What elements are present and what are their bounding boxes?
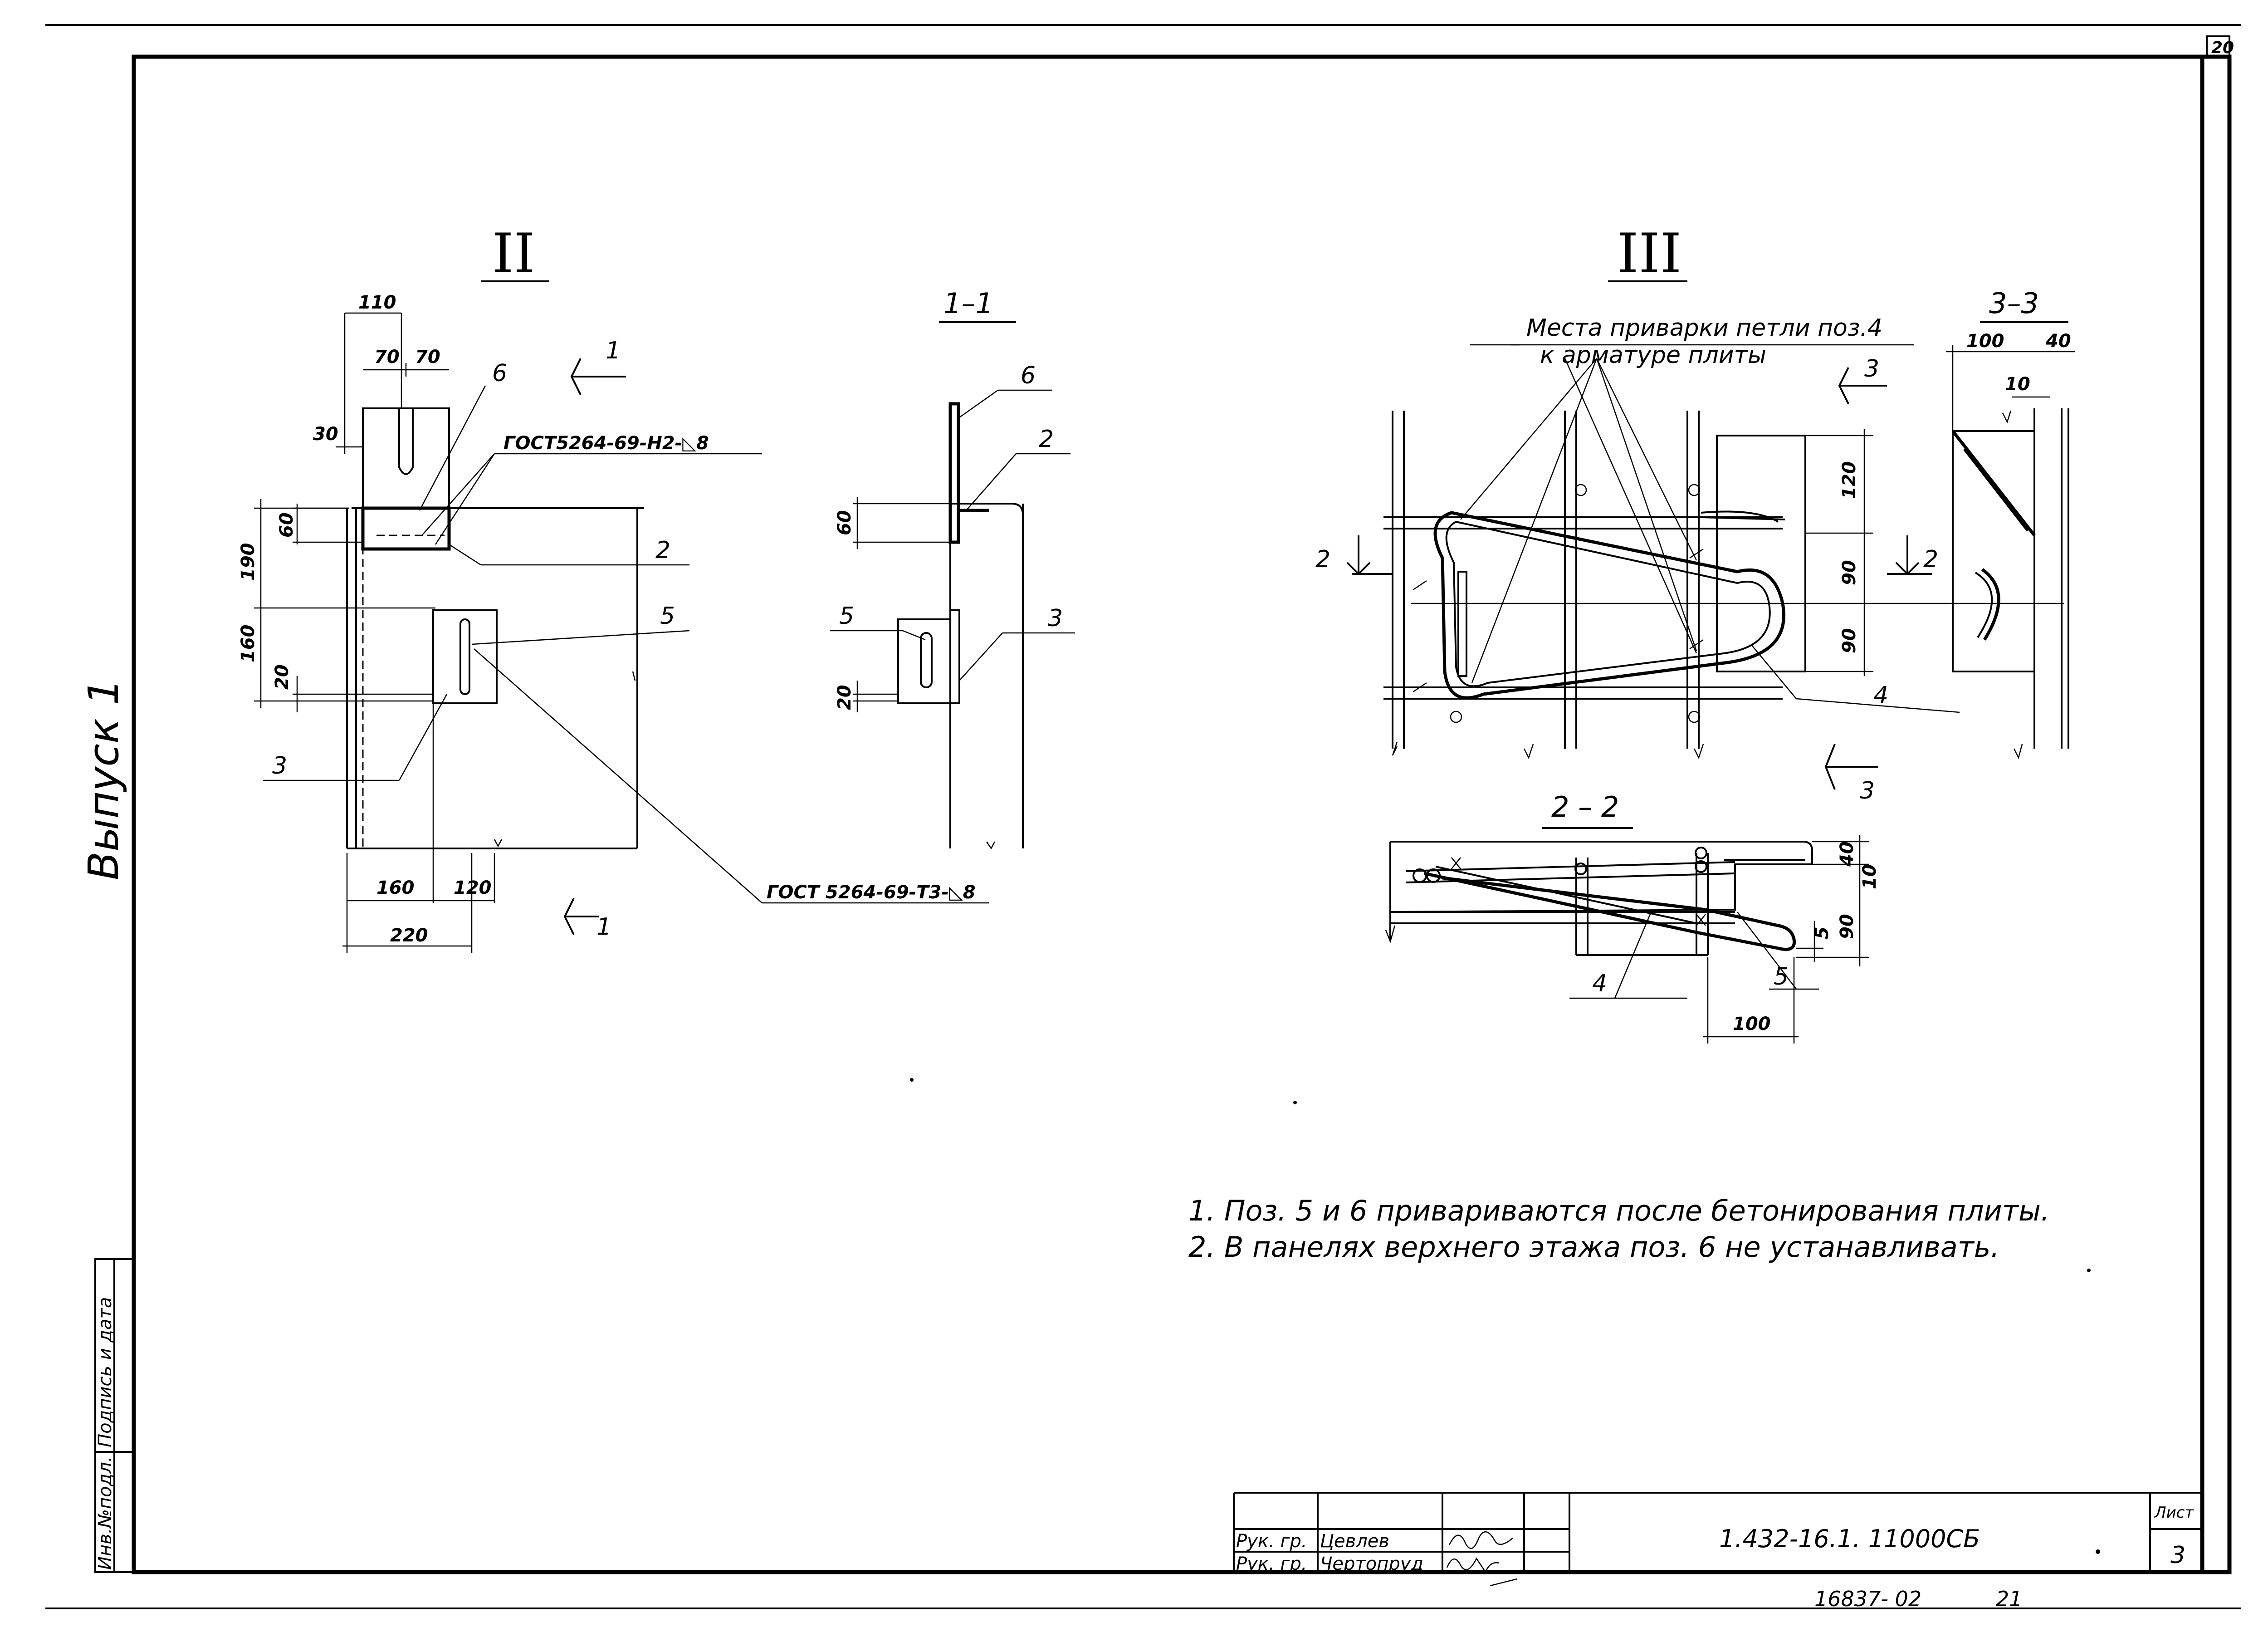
corner-number-box	[2206, 35, 2230, 58]
view-III-label-4: 4	[1873, 682, 1888, 709]
section-1-1-label-5: 5	[839, 603, 854, 630]
side-title: Выпуск 1	[79, 679, 128, 880]
tb-sheet-label: Лист	[2154, 1504, 2194, 1522]
dim-20: 20	[272, 664, 293, 690]
signature-2	[1446, 1557, 1518, 1587]
dim-220: 220	[390, 925, 428, 946]
drawing-frame	[132, 54, 2232, 1574]
view-II-title: II	[492, 222, 535, 285]
label-pos-2: 2	[655, 537, 670, 564]
section-2-2: 2 – 2 40 10 90 5	[1385, 790, 1880, 1044]
weld-note-top: ГОСТ5264-69-Н2-◺8	[503, 433, 709, 454]
dim-110: 110	[358, 292, 396, 313]
section-1-1-dim-20: 20	[834, 685, 855, 710]
section-1-1-label-3: 3	[1048, 605, 1063, 632]
tb-role-2: Рук. гр.	[1236, 1554, 1307, 1574]
dim-70a: 70	[374, 347, 400, 368]
section-1-1-dim-60: 60	[834, 510, 855, 535]
dim-160h: 160	[376, 877, 415, 898]
tb-archive-page: 21	[1996, 1587, 2023, 1611]
section-1-1-label-6: 6	[1021, 362, 1036, 389]
cut-1-bottom: 1	[596, 913, 611, 941]
signature-1	[1448, 1531, 1513, 1549]
section-2-2-dim-100: 100	[1733, 1014, 1771, 1034]
label-pos-3: 3	[272, 752, 287, 779]
view-III-dim-90b: 90	[1839, 628, 1860, 653]
speck	[2087, 1269, 2091, 1272]
side-stamp: Инв.№подл. Подпись и дата	[94, 1258, 135, 1573]
view-III-dim-120: 120	[1839, 461, 1860, 500]
speck	[910, 1078, 914, 1082]
dim-120: 120	[454, 877, 492, 898]
loop-arc	[1981, 568, 2000, 641]
stamp-inv-label: Инв.№подл.	[95, 1456, 116, 1570]
section-2-2-dim-5: 5	[1812, 926, 1833, 939]
dim-30: 30	[313, 424, 338, 445]
cut-1-top: 1	[606, 337, 621, 364]
stamp-sign-label: Подпись и дата	[95, 1297, 116, 1447]
tb-sheet-number: 3	[2170, 1542, 2185, 1569]
section-2-2-dim-40: 40	[1837, 841, 1857, 867]
view-II: II 110 70 70 30 60	[238, 222, 989, 953]
view-III: III Места приварки петли поз.4 к арматур…	[1315, 222, 2064, 804]
weld-note-bottom: ГОСТ 5264-69-Т3-◺8	[767, 882, 976, 903]
note-2: 2. В панелях верхнего этажа поз. 6 не ус…	[1188, 1230, 1999, 1264]
tb-archive-number: 16837- 02	[1814, 1587, 1921, 1611]
loop-pos-4	[1433, 511, 1785, 700]
cut-3-bottom: 3	[1860, 777, 1875, 804]
cut-2-right: 2	[1923, 546, 1938, 573]
label-pos-6: 6	[492, 360, 507, 387]
cut-3-top: 3	[1864, 355, 1879, 382]
tb-role-1: Рук. гр.	[1236, 1531, 1307, 1552]
section-1-1-title: 1–1	[943, 287, 993, 320]
note-1: 1. Поз. 5 и 6 привариваются после бетони…	[1188, 1194, 2050, 1227]
speck	[2096, 1549, 2100, 1554]
view-III-dim-90a: 90	[1839, 560, 1860, 585]
section-3-3: 3–3 100 40 10	[1946, 287, 2075, 760]
weld-callout-line2: к арматуре плиты	[1540, 342, 1766, 369]
section-1-1-label-2: 2	[1039, 426, 1054, 453]
label-pos-5: 5	[660, 603, 675, 630]
section-2-2-dim-10: 10	[1859, 864, 1880, 889]
section-3-3-dim-10: 10	[2005, 374, 2030, 395]
section-3-3-dim-40: 40	[2045, 331, 2071, 352]
notes: 1. Поз. 5 и 6 привариваются после бетони…	[1188, 1194, 2050, 1264]
speck	[1293, 1101, 1297, 1104]
section-2-2-label-5: 5	[1774, 963, 1789, 990]
dim-190: 190	[238, 543, 259, 581]
corner-number: 20	[2211, 39, 2234, 57]
tb-name-1: Цевлев	[1320, 1531, 1389, 1552]
section-1-1: 1–1 60 20 6 2 5 3	[830, 287, 1075, 850]
tb-name-2: Чертопруд	[1320, 1554, 1423, 1574]
dim-70b: 70	[415, 347, 440, 368]
section-2-2-dim-90: 90	[1837, 914, 1857, 939]
view-III-title: III	[1617, 222, 1681, 285]
cut-2-left: 2	[1315, 546, 1330, 573]
weld-callout-line1: Места приварки петли поз.4	[1526, 314, 1882, 342]
section-3-3-dim-100: 100	[1966, 331, 2004, 352]
section-3-3-title: 3–3	[1989, 287, 2039, 320]
slab-outline	[1390, 841, 1813, 913]
dim-160v: 160	[238, 625, 259, 663]
section-2-2-label-4: 4	[1592, 970, 1607, 997]
section-2-2-title: 2 – 2	[1551, 790, 1619, 823]
tb-designation: 1.432-16.1. 11000СБ	[1719, 1524, 1980, 1553]
dim-60: 60	[276, 512, 297, 538]
title-block: Рук. гр. Цевлев Рук. гр. Чертопруд 1.432…	[1233, 1492, 2202, 1611]
